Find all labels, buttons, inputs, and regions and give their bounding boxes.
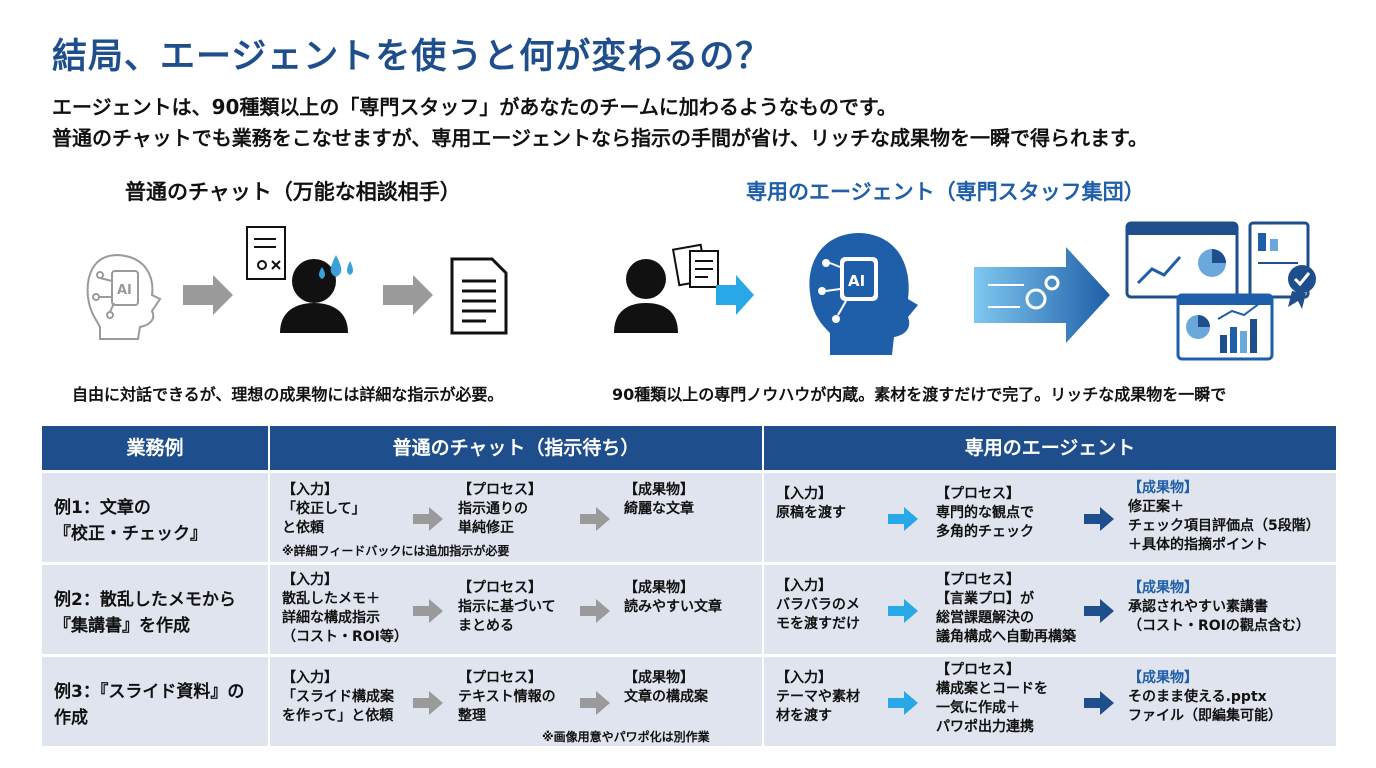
table-row: 例1：文章の 『校正・チェック』 【入力】 「校正して」 と依頼 【プロセス】 …	[42, 470, 1336, 562]
header-chat: 普通のチャット（指示待ち）	[270, 426, 764, 470]
intro-line-1: エージェントは、90種類以上の「専門スタッフ」があなたのチームに加わるようなもの…	[52, 95, 897, 119]
agent-cell: 【入力】 バラバラのメ モを渡すだけ 【プロセス】 【言業プロ】が 総営課題解決…	[764, 565, 1336, 654]
process-arrow-icon	[974, 247, 1110, 343]
agent-flow-arrow-1-icon	[716, 275, 754, 315]
agent-process: 【プロセス】 専門的な観点で 多角的チェック	[936, 486, 1034, 540]
header-example: 業務例	[42, 426, 270, 470]
agent-arrow-light-icon	[888, 599, 918, 623]
example-line: 『校正・チェック』	[54, 524, 207, 544]
agent-arrow-light-icon	[888, 507, 918, 531]
chat-arrow-icon	[580, 507, 610, 531]
chat-process: 【プロセス】 テキスト情報の 整理	[458, 670, 556, 724]
agent-arrow-dark-icon	[1084, 691, 1114, 715]
chat-process: 【プロセス】 指示通りの 単純修正	[458, 482, 542, 536]
chat-arrow-icon	[413, 691, 443, 715]
agent-caption: 90種類以上の専門ノウハウが内蔵。素材を渡すだけで完了。リッチな成果物を一瞬で	[612, 385, 1227, 404]
intro-text: エージェントは、90種類以上の「専門スタッフ」があなたのチームに加わるようなもの…	[52, 92, 1148, 154]
dashboard-report-icon	[1125, 221, 1316, 361]
chat-cell: 【入力】 「スライド構成案 を作って」と依頼 【プロセス】 テキスト情報の 整理…	[270, 657, 764, 746]
example-line: 作成	[54, 708, 88, 728]
chat-arrow-icon	[580, 599, 610, 623]
chat-arrow-icon	[413, 507, 443, 531]
intro-line-2: 普通のチャットでも業務をこなせますが、専用エージェントなら指示の手間が省け、リッ…	[52, 126, 1148, 150]
agent-input: 【入力】 テーマや素材 材を渡す	[776, 670, 860, 724]
chat-output: 【成果物】 文章の構成案	[624, 670, 708, 705]
chat-process: 【プロセス】 指示に基づいて まとめる	[458, 580, 556, 634]
table-row: 例3：『スライド資料』の 作成 【入力】 「スライド構成案 を作って」と依頼 【…	[42, 654, 1336, 746]
table-row: 例2：散乱したメモから 『集講書』を作成 【入力】 散乱したメモ＋ 詳細な構成指…	[42, 562, 1336, 654]
comparison-table: 業務例 普通のチャット（指示待ち） 専用のエージェント 例1：文章の 『校正・チ…	[42, 426, 1336, 746]
chat-flow-arrow-2-icon	[383, 275, 433, 315]
ai-label-blue: AI	[848, 272, 865, 290]
plain-document-icon	[450, 257, 508, 335]
chat-input: 【入力】 「校正して」 と依頼	[282, 482, 366, 536]
agent-input: 【入力】 原稿を渡す	[776, 486, 846, 521]
ai-head-blue-icon	[809, 233, 918, 355]
chat-caption: 自由に対話できるが、理想の成果物には詳細な指示が必要。	[72, 385, 504, 404]
agent-arrow-dark-icon	[1084, 507, 1114, 531]
chat-input: 【入力】 「スライド構成案 を作って」と依頼	[282, 670, 394, 724]
example-line: 例2：散乱したメモから	[54, 590, 236, 610]
agent-cell: 【入力】 原稿を渡す 【プロセス】 専門的な観点で 多角的チェック 【成果物】 …	[764, 473, 1336, 562]
agent-output: 【成果物】 修正案＋ チェック項目評価点（5段階） ＋具体的指摘ポイント	[1128, 480, 1320, 553]
agent-output: 【成果物】 そのまま使える.pptx ファイル（即編集可能）	[1128, 670, 1282, 724]
example-line: 例1：文章の	[54, 498, 151, 518]
chat-cell: 【入力】 散乱したメモ＋ 詳細な構成指示 （コスト・ROI等） 【プロセス】 指…	[270, 565, 764, 654]
example-line: 例3：『スライド資料』の	[54, 682, 245, 702]
header-agent: 専用のエージェント	[964, 437, 1136, 459]
person-with-papers-icon	[614, 243, 719, 333]
agent-input: 【入力】 バラバラのメ モを渡すだけ	[776, 578, 860, 632]
chat-input: 【入力】 散乱したメモ＋ 詳細な構成指示 （コスト・ROI等）	[282, 572, 408, 645]
example-cell: 例1：文章の 『校正・チェック』	[42, 473, 270, 562]
agent-output: 【成果物】 承認されやすい素講書 （コスト・ROIの觀点含む）	[1128, 580, 1310, 634]
table-header: 業務例 普通のチャット（指示待ち） 専用のエージェント	[42, 426, 1336, 470]
page-title: 結局、エージェントを使うと何が変わるの？	[52, 37, 772, 77]
chat-heading: 普通のチャット（万能な相談相手）	[125, 180, 461, 204]
comparison-illustration: AI	[0, 215, 1376, 375]
agent-heading: 専用のエージェント（専門スタッフ集団）	[746, 180, 1145, 204]
chat-flow-arrow-1-icon	[183, 275, 233, 315]
agent-arrow-dark-icon	[1084, 599, 1114, 623]
chat-arrow-icon	[413, 599, 443, 623]
chat-note: ※画像用意やパワポ化は別作業	[542, 730, 710, 744]
chat-output: 【成果物】 綺麗な文章	[624, 482, 694, 517]
stressed-person-icon	[246, 226, 353, 333]
example-cell: 例3：『スライド資料』の 作成	[42, 657, 270, 746]
chat-arrow-icon	[580, 691, 610, 715]
agent-cell: 【入力】 テーマや素材 材を渡す 【プロセス】 構成案とコードを 一気に作成＋ …	[764, 657, 1336, 746]
chat-output: 【成果物】 読みやすい文章	[624, 580, 722, 615]
agent-arrow-light-icon	[888, 691, 918, 715]
example-cell: 例2：散乱したメモから 『集講書』を作成	[42, 565, 270, 654]
chat-cell: 【入力】 「校正して」 と依頼 【プロセス】 指示通りの 単純修正 【成果物】 …	[270, 473, 764, 562]
agent-process: 【プロセス】 構成案とコードを 一気に作成＋ パワポ出力連携	[936, 662, 1048, 735]
chat-note: ※詳細フィードバックには追加指示が必要	[282, 544, 510, 558]
example-line: 『集講書』を作成	[54, 616, 190, 636]
ai-head-gray-icon	[86, 253, 162, 340]
ai-label-gray: AI	[117, 283, 132, 298]
agent-process: 【プロセス】 【言業プロ】が 総営課題解決の 議角構成へ自動再構築	[936, 572, 1076, 645]
